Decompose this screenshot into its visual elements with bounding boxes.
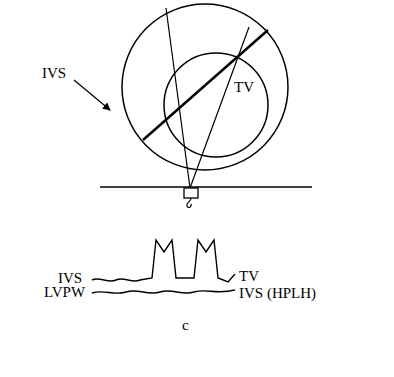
septum-line	[143, 30, 268, 140]
m-mode-trace	[92, 240, 235, 282]
m-mode-trace	[92, 290, 235, 293]
transducer	[184, 188, 198, 198]
transducer-cable	[187, 198, 191, 207]
beam-line	[190, 27, 249, 188]
heart-outline	[122, 4, 288, 170]
beam-line	[166, 8, 190, 188]
circle-outline	[164, 53, 268, 157]
structure-label: IVS	[42, 66, 66, 81]
structure-label: IVS (HPLH)	[239, 286, 316, 301]
valve-circle: TV	[163, 52, 269, 158]
structure-label: IVS	[58, 271, 82, 286]
structure-label: TV	[234, 80, 254, 95]
circle-outline	[163, 52, 269, 158]
structure-label: TV	[239, 269, 259, 284]
structure-label: c	[182, 318, 189, 333]
leader-arrow	[74, 80, 110, 110]
structure-label: LVPW	[44, 285, 85, 300]
chest-wall	[100, 186, 312, 188]
